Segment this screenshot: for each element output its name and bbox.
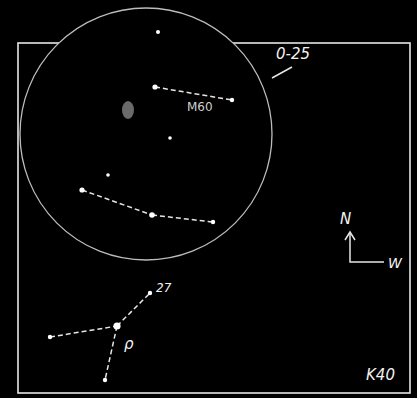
leader-line bbox=[272, 67, 292, 78]
star-name: ρ bbox=[124, 337, 134, 352]
chart-number: K40 bbox=[366, 368, 395, 383]
compass-north: N bbox=[340, 212, 351, 227]
star-number: 27 bbox=[156, 282, 171, 294]
asterism-lines bbox=[50, 87, 232, 380]
compass-west: W bbox=[388, 256, 402, 270]
object-label: M60 bbox=[187, 101, 213, 113]
stars bbox=[48, 30, 234, 382]
eyepiece-label: 0-25 bbox=[276, 47, 310, 62]
eyepiece-field bbox=[20, 8, 272, 260]
galaxy bbox=[122, 101, 134, 119]
compass bbox=[345, 232, 384, 262]
